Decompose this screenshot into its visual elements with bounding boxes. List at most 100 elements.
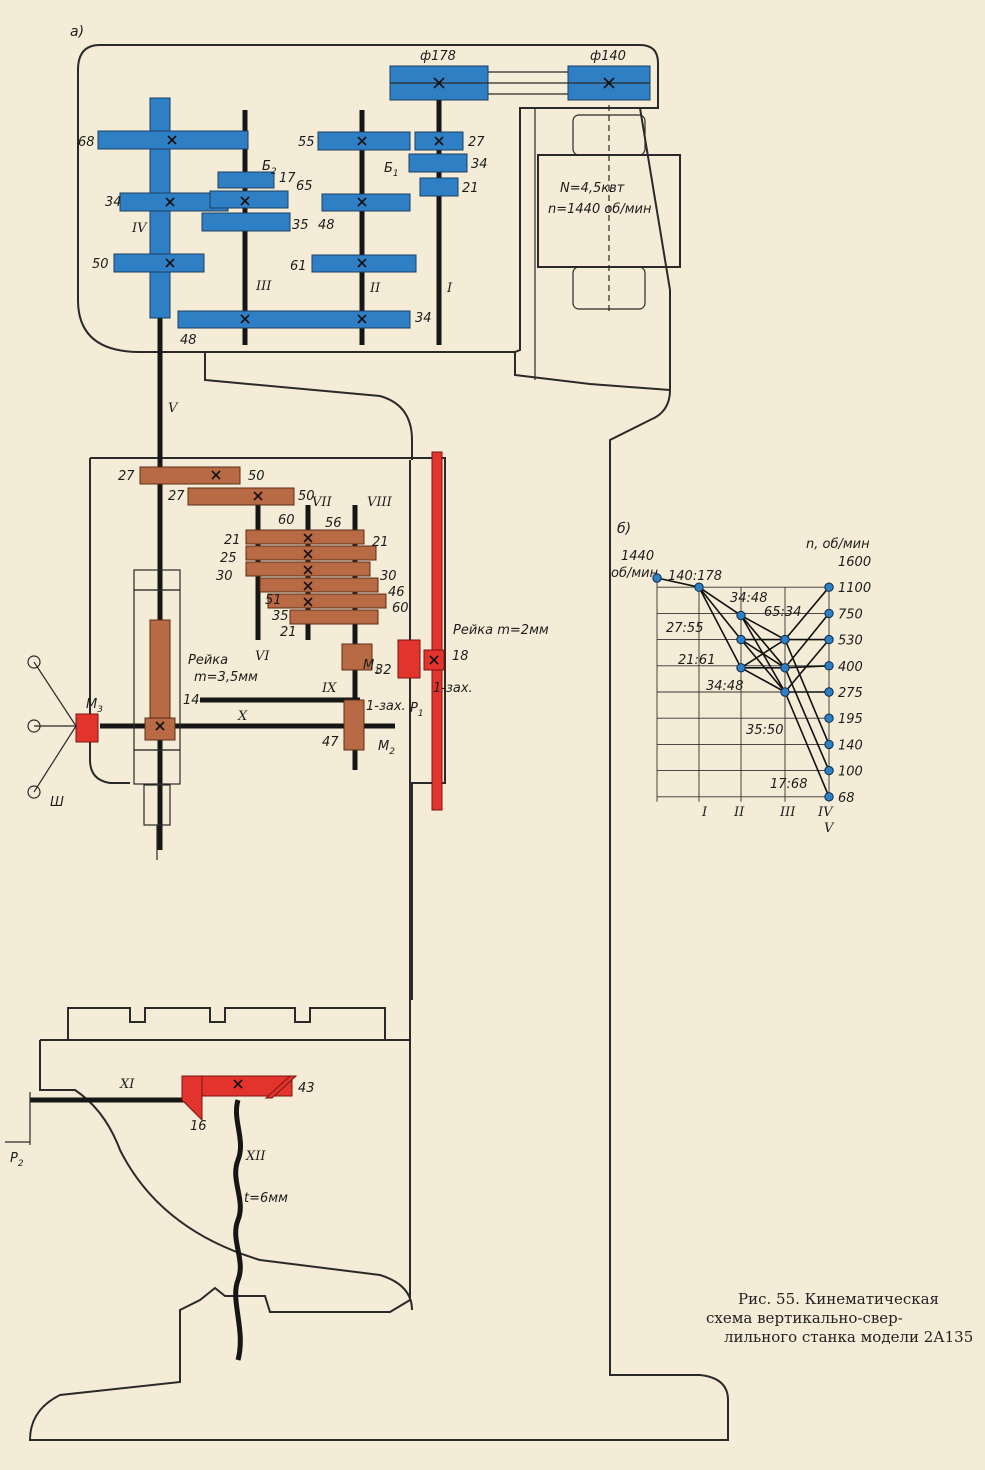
conn-c1-up [784, 612, 830, 669]
rack1-label: Рейка [188, 653, 228, 668]
feed-gear-18: 18 [452, 649, 469, 664]
ratio-65-34: 65:34 [764, 605, 801, 620]
gear-61-label: 61 [290, 259, 307, 274]
chart-col-II: II [733, 805, 745, 820]
shaft-IV-label: IV [131, 221, 148, 236]
node-out-6 [824, 739, 834, 750]
shaft-labels-top: IV III II I V [131, 221, 453, 416]
conn-a-b3 [698, 586, 742, 669]
gear-34-label: 34 [105, 195, 122, 210]
speed-label-1100: 1100 [838, 581, 871, 596]
conn-input [656, 577, 700, 588]
speed-label-275: 275 [838, 686, 863, 701]
chart-grid [656, 578, 830, 802]
ratio-34-48a: 34:48 [730, 591, 767, 606]
speed-label-100: 100 [838, 765, 863, 780]
pulley-140-label: ф140 [590, 49, 626, 64]
feed-gear-30a: 30 [216, 569, 233, 584]
input-rpm: 1440 [621, 549, 654, 564]
feed-rack-assembly: Рейка m=2мм 1-зах. 1-зах. M1 M2 M3 P1 P2 [10, 451, 549, 1169]
feed-gear-32: 32 [375, 663, 392, 678]
chart-col-I: I [701, 805, 708, 820]
feed-gear-27b: 27 [168, 489, 185, 504]
speed-chart: б) 1440 об/мин n, об/мин 160011007505304… [611, 521, 871, 836]
node-out-1 [824, 608, 834, 619]
caption-line-1: Рис. 55. Кинематическая [738, 1290, 940, 1308]
node-out-3 [824, 661, 834, 671]
node-out-0 [824, 582, 834, 592]
conn-b1-c3 [740, 639, 786, 693]
shaft-XII-label: XII [245, 1149, 266, 1164]
shaft-VI-label: VI [255, 649, 270, 664]
conn-c1-down [784, 667, 830, 771]
caption-line-2: схема вертикально-свер- [706, 1309, 903, 1327]
feed-gear-60b: 60 [392, 601, 409, 616]
figure-caption: Рис. 55. Кинематическая схема вертикальн… [700, 1290, 974, 1347]
chart-col-III: III [779, 805, 796, 820]
block-b1-label: Б1 [384, 161, 399, 179]
node-c2 [780, 663, 790, 673]
feed-gear-30b: 30 [380, 569, 397, 584]
feed-gear-25: 25 [220, 551, 237, 566]
feed-gear-60a: 60 [278, 513, 295, 528]
gear-34c-label: 34 [415, 311, 432, 326]
feed-gear-50b: 50 [298, 489, 315, 504]
speed-label-1600: 1600 [838, 555, 871, 570]
feed-gear-46: 46 [388, 585, 405, 600]
ratio-34-48b: 34:48 [706, 679, 743, 694]
spindle-sleeve: Рейка m=3,5мм [133, 569, 258, 860]
node-in [652, 573, 662, 583]
lead-screw-pitch: t=6мм [244, 1191, 288, 1206]
speed-label-400: 400 [838, 660, 863, 675]
gear-17-label: 17 [279, 171, 296, 186]
headstock-housing [28, 44, 729, 1441]
gear-68-label: 68 [78, 135, 95, 150]
feed-gear-27a: 27 [118, 469, 135, 484]
clutch-M3-label: M3 [86, 697, 103, 715]
feed-gearbox: 27 50 27 50 60 56 21 25 30 51 35 21 30 4… [100, 466, 469, 770]
handle-P2-label: P2 [10, 1151, 24, 1169]
handle-P1-label: P1 [410, 701, 424, 719]
shaft-IX-label: IX [321, 681, 337, 696]
belt-drive: ф178 ф140 [389, 49, 651, 101]
speed-label-140: 140 [838, 738, 863, 753]
node-b1 [736, 610, 746, 621]
gear-48b-label: 48 [318, 218, 335, 233]
node-out-2 [824, 634, 834, 645]
feed-gear-51: 51 [265, 593, 282, 608]
ratio-140-178: 140:178 [668, 569, 722, 584]
chart-col-IV: IV [817, 805, 834, 820]
conn-b2-c3 [740, 667, 786, 693]
chart-connections [656, 577, 830, 798]
table-lift-mechanism: 43 16 t=6мм XI XII [5, 1075, 315, 1361]
ratio-27-55: 27:55 [666, 621, 703, 636]
rack1-module: m=3,5мм [194, 670, 258, 685]
gear-48a-label: 48 [180, 333, 197, 348]
shaft-X-label: X [237, 709, 248, 724]
gear-34b-label: 34 [471, 157, 488, 172]
node-out-7 [824, 765, 834, 776]
speed-label-195: 195 [838, 712, 863, 727]
speed-unit-label: n, об/мин [806, 537, 870, 552]
gear-65-label: 65 [296, 179, 313, 194]
shaft-V-label: V [168, 401, 179, 416]
feed-gear-56: 56 [325, 516, 342, 531]
feed-handwheel: Ш [27, 655, 77, 810]
speed-label-750: 750 [838, 607, 863, 622]
feed-gear-47: 47 [322, 735, 339, 750]
electric-motor: N=4,5квт n=1440 об/мин [537, 105, 681, 315]
feed-gear-21a: 21 [224, 533, 241, 548]
part-a-label: а) [70, 24, 84, 40]
part-b-label: б) [617, 521, 631, 537]
worm1-label: 1-зах. [433, 681, 473, 696]
feed-gear-14: 14 [183, 693, 200, 708]
gear-55-label: 55 [298, 135, 315, 150]
feed-gear-21c: 21 [280, 625, 297, 640]
conn-c2-down [784, 691, 830, 798]
gear-21-label: 21 [462, 181, 479, 196]
conn-a-b2 [698, 586, 742, 641]
caption-line-3: лильного станка модели 2А135 [724, 1328, 974, 1346]
